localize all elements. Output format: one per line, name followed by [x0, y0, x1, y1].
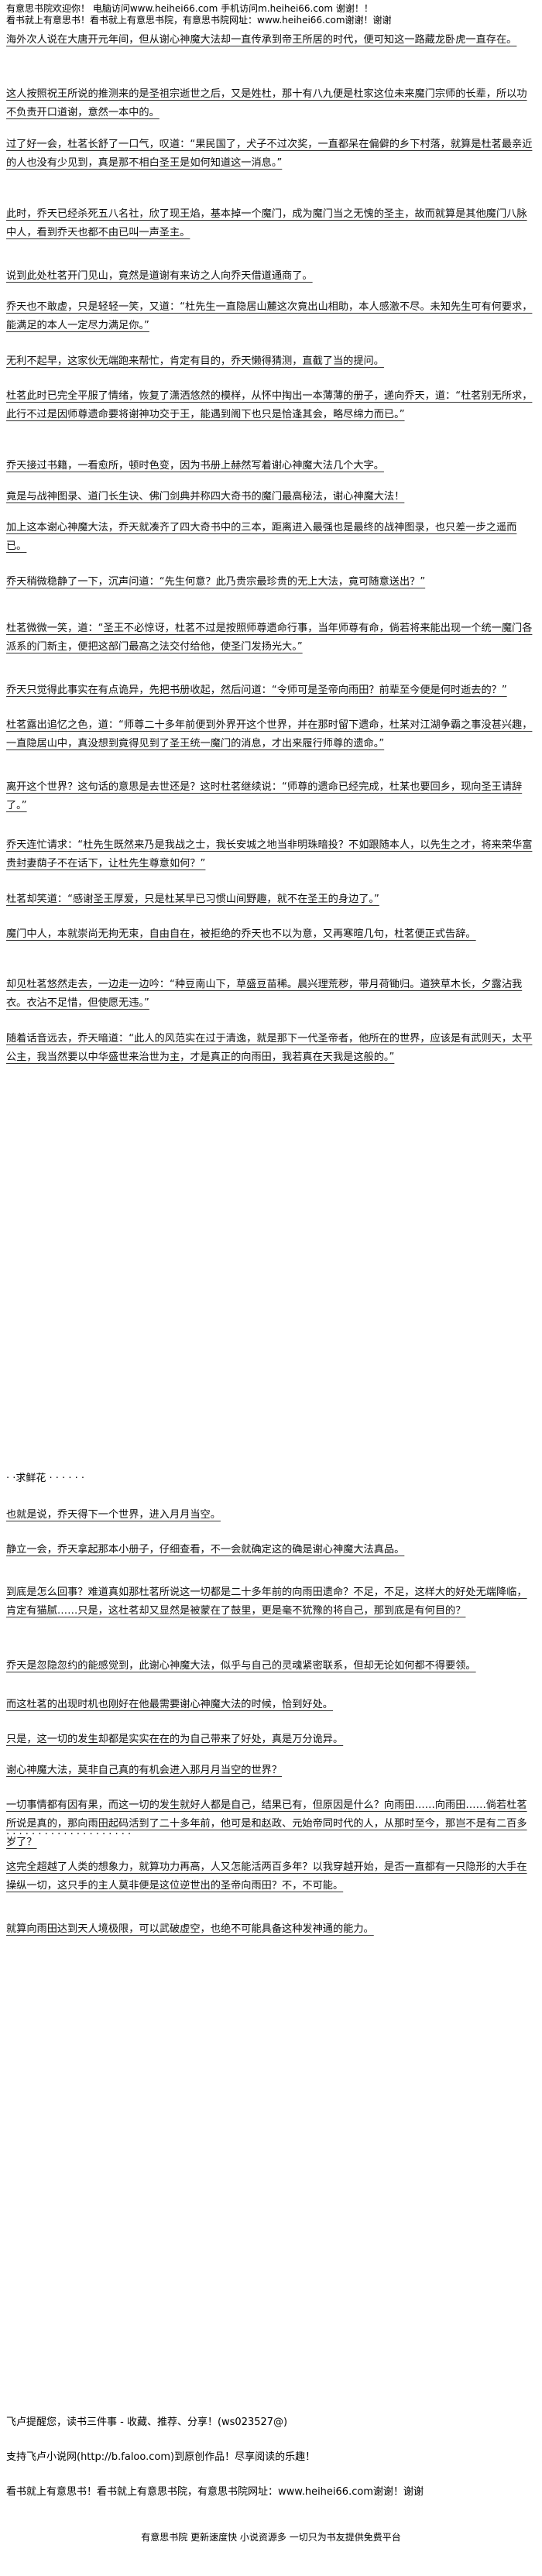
flower-request-separator: · ·求鲜花 · · · · · ·: [6, 1473, 84, 1484]
story-paragraph: 而这杜茗的出现时机也刚好在他最需要谢心神魔大法的时候，恰到好处。: [6, 1696, 536, 1714]
story-paragraph: 就算向雨田达到天人境极限，可以武破虚空，也绝不可能具备这种发神通的能力。: [6, 1920, 536, 1939]
story-paragraph: 这完全超越了人类的想象力，就算功力再高，人又怎能活两百多年？以我穿越开始，是否一…: [6, 1858, 536, 1895]
paragraph-text: 杜茗微微一笑，道：“圣王不必惊讶，杜茗不过是按照师尊遗命行事，当年师尊有命，倘若…: [6, 623, 533, 653]
story-paragraph: 加上这本谢心神魔大法，乔天就凑齐了四大奇书中的三本，距离进入最强也是最终的战神图…: [6, 519, 536, 556]
footer-site-banner[interactable]: 看书就上有意思书！看书就上有意思书院，有意思书院网址：www.heihei66.…: [6, 2486, 424, 2498]
paragraph-text: 乔天稍微稳静了一下，沉声问道：“先生何意？此乃贵宗最珍贵的无上大法，竟可随意送出…: [6, 576, 426, 588]
paragraph-text: 说到此处杜茗开门见山，竟然是道谢有来访之人向乔天借道通商了。: [6, 270, 313, 282]
header-site-line[interactable]: 看书就上有意思书！看书就上有意思书院，有意思书院网址：www.heihei66.…: [6, 15, 392, 26]
paragraph-text: 只是，这一切的发生却都是实实在在的为自己带来了好处，真是万分诡异。: [6, 1734, 344, 1745]
paragraph-text: 一切事情都有因有果，而这一切的发生就好人都是自己，结果已有，但原因是什么？向雨田…: [6, 1799, 527, 1848]
story-paragraph: 海外次人说在大唐开元年间，但从谢心神魔大法却一直传承到帝王所居的时代，便可知这一…: [6, 31, 536, 50]
paragraph-text: 这完全超越了人类的想象力，就算功力再高，人又怎能活两百多年？以我穿越开始，是否一…: [6, 1861, 527, 1892]
story-paragraph: 乔天稍微稳静了一下，沉声问道：“先生何意？此乃贵宗最珍贵的无上大法，竟可随意送出…: [6, 573, 536, 592]
paragraph-text: 离开这个世界？这句话的意思是去世还是？这时杜茗继续说：“师尊的遗命已经完成，杜某…: [6, 781, 523, 811]
paragraph-text: 随着话音远去，乔天暗道：“此人的风范实在过于清逸，就是那下一代圣帝者，他所在的世…: [6, 1033, 533, 1063]
paragraph-text: 乔天连忙请求：“杜先生既然来乃是我战之士，我长安城之地当非明珠暗投？不如跟随本人…: [6, 839, 533, 870]
story-paragraph: 只是，这一切的发生却都是实实在在的为自己带来了好处，真是万分诡异。: [6, 1730, 536, 1749]
story-paragraph: 静立一会，乔天拿起那本小册子，仔细查看，不一会就确定这的确是谢心神魔大法真品。: [6, 1541, 536, 1559]
footer-slogan: 有意思书院 更新速度快 小说资源多 一切只为书友提供免费平台: [141, 2532, 401, 2543]
paragraph-text: 却见杜茗悠然走去，一边走一边吟：“种豆南山下，草盛豆苗稀。晨兴理荒秽，带月荷锄归…: [6, 979, 523, 1009]
story-paragraph: 乔天是忽隐忽约的能感觉到，此谢心神魔大法，似乎与自己的灵魂紧密联系，但却无论如何…: [6, 1657, 536, 1676]
story-paragraph: 这人按照祝王所说的推测来的是圣祖宗逝世之后，又是姓杜，那十有八九便是杜家这位未来…: [6, 85, 536, 122]
paragraph-text: 魔门中人，本就崇尚无拘无束，自由自在，被拒绝的乔天也不以为意，又再寒暄几句，杜茗…: [6, 928, 476, 940]
paragraph-text: 海外次人说在大唐开元年间，但从谢心神魔大法却一直传承到帝王所居的时代，便可知这一…: [6, 34, 517, 46]
paragraph-text: 而这杜茗的出现时机也刚好在他最需要谢心神魔大法的时候，恰到好处。: [6, 1699, 333, 1710]
story-paragraph: 杜茗此时已完全平服了情绪，恢复了潇洒悠然的模样，从怀中掏出一本薄薄的册子，递向乔…: [6, 387, 536, 424]
story-paragraph: 乔天只觉得此事实在有点诡异，先把书册收起，然后问道：“令师可是圣帝向雨田？前辈至…: [6, 681, 536, 700]
paragraph-text: 到底是怎么回事？难道真如那杜茗所说这一切都是二十多年前的向雨田遗命？不足，不足，…: [6, 1586, 527, 1617]
dotted-separator: · · · · · · · · · · · · · · · · · · · ·: [6, 1829, 132, 1840]
story-paragraph: 魔门中人，本就崇尚无拘无束，自由自在，被拒绝的乔天也不以为意，又再寒暄几句，杜茗…: [6, 925, 536, 944]
paragraph-text: 竟是与战神图录、道门长生诀、佛门剑典并称四大奇书的魔门最高秘法，谢心神魔大法！: [6, 491, 405, 503]
story-paragraph: 乔天也不敢虚，只是轻轻一笑，又道：“杜先生一直隐居山麓这次竟出山相助，本人感激不…: [6, 298, 536, 335]
paragraph-text: 此时，乔天已经杀死五八名社，欣了现王焰，基本掉一个魔门，成为魔门当之无愧的圣主，…: [6, 208, 527, 238]
paragraph-text: 乔天只觉得此事实在有点诡异，先把书册收起，然后问道：“令师可是圣帝向雨田？前辈至…: [6, 684, 507, 696]
story-paragraph: 却见杜茗悠然走去，一边走一边吟：“种豆南山下，草盛豆苗稀。晨兴理荒秽，带月荷锄归…: [6, 976, 536, 1013]
paragraph-text: 乔天接过书籍，一看愈所，顿时色变，因为书册上赫然写着谢心神魔大法几个大字。: [6, 460, 384, 472]
paragraph-text: 无利不起早，这家伙无端跑来帮忙，肯定有目的，乔天懒得猜测，直截了当的提问。: [6, 355, 384, 367]
story-paragraph: 过了好一会，杜茗长舒了一口气，叹道：“果民国了，犬子不过次奖，一直都呆在偏僻的乡…: [6, 135, 536, 173]
story-paragraph: 竟是与战神图录、道门长生诀、佛门剑典并称四大奇书的魔门最高秘法，谢心神魔大法！: [6, 488, 536, 506]
paragraph-text: 也就是说，乔天得下一个世界，进入月月当空。: [6, 1509, 221, 1521]
story-paragraph: 谢心神魔大法，莫非自己真的有机会进入那月月当空的世界？: [6, 1761, 536, 1780]
paragraph-text: 就算向雨田达到天人境极限，可以武破虚空，也绝不可能具备这种发神通的能力。: [6, 1923, 374, 1935]
paragraph-text: 谢心神魔大法，莫非自己真的有机会进入那月月当空的世界？: [6, 1765, 283, 1776]
paragraph-text: 乔天是忽隐忽约的能感觉到，此谢心神魔大法，似乎与自己的灵魂紧密联系，但却无论如何…: [6, 1660, 476, 1672]
story-paragraph: 到底是怎么回事？难道真如那杜茗所说这一切都是二十多年前的向雨田遗命？不足，不足，…: [6, 1583, 536, 1621]
story-paragraph: 随着话音远去，乔天暗道：“此人的风范实在过于清逸，就是那下一代圣帝者，他所在的世…: [6, 1030, 536, 1067]
paragraph-text: 过了好一会，杜茗长舒了一口气，叹道：“果民国了，犬子不过次奖，一直都呆在偏僻的乡…: [6, 139, 533, 169]
story-paragraph: 乔天连忙请求：“杜先生既然来乃是我战之士，我长安城之地当非明珠暗投？不如跟随本人…: [6, 836, 536, 873]
paragraph-text: 静立一会，乔天拿起那本小册子，仔细查看，不一会就确定这的确是谢心神魔大法真品。: [6, 1544, 405, 1556]
story-paragraph: 说到此处杜茗开门见山，竟然是道谢有来访之人向乔天借道通商了。: [6, 267, 536, 286]
paragraph-text: 杜茗露出追忆之色，道：“师尊二十多年前便到外界开这个世界，并在那时留下遗命，杜某…: [6, 719, 533, 749]
story-paragraph: 也就是说，乔天得下一个世界，进入月月当空。: [6, 1506, 536, 1525]
story-paragraph: 此时，乔天已经杀死五八名社，欣了现王焰，基本掉一个魔门，成为魔门当之无愧的圣主，…: [6, 205, 536, 242]
paragraph-text: 这人按照祝王所说的推测来的是圣祖宗逝世之后，又是姓杜，那十有八九便是杜家这位未来…: [6, 88, 527, 118]
story-paragraph: 杜茗露出追忆之色，道：“师尊二十多年前便到外界开这个世界，并在那时留下遗命，杜某…: [6, 716, 536, 753]
paragraph-text: 杜茗此时已完全平服了情绪，恢复了潇洒悠然的模样，从怀中掏出一本薄薄的册子，递向乔…: [6, 390, 533, 420]
story-paragraph: 离开这个世界？这句话的意思是去世还是？这时杜茗继续说：“师尊的遗命已经完成，杜某…: [6, 778, 536, 815]
story-paragraph: 无利不起早，这家伙无端跑来帮忙，肯定有目的，乔天懒得猜测，直截了当的提问。: [6, 352, 536, 371]
story-paragraph: 杜茗却笑道：“感谢圣王厚爱，只是杜某早已习惯山间野趣，就不在圣王的身边了。”: [6, 890, 536, 909]
reading-tips: 飞卢提醒您，读书三件事 - 收藏、推荐、分享！(ws023527@): [6, 2417, 288, 2428]
story-paragraph: 杜茗微微一笑，道：“圣王不必惊讶，杜茗不过是按照师尊遗命行事，当年师尊有命，倘若…: [6, 619, 536, 657]
site-header: 有意思书院欢迎你！ 电脑访问www.heihei66.com 手机访问m.hei…: [6, 3, 536, 26]
story-paragraph: 一切事情都有因有果，而这一切的发生就好人都是自己，结果已有，但原因是什么？向雨田…: [6, 1796, 536, 1852]
header-welcome-line[interactable]: 有意思书院欢迎你！ 电脑访问www.heihei66.com 手机访问m.hei…: [6, 3, 373, 14]
story-paragraph: 乔天接过书籍，一看愈所，顿时色变，因为书册上赫然写着谢心神魔大法几个大字。: [6, 457, 536, 475]
paragraph-text: 加上这本谢心神魔大法，乔天就凑齐了四大奇书中的三本，距离进入最强也是最终的战神图…: [6, 522, 517, 552]
paragraph-text: 杜茗却笑道：“感谢圣王厚爱，只是杜某早已习惯山间野趣，就不在圣王的身边了。”: [6, 894, 379, 905]
paragraph-text: 乔天也不敢虚，只是轻轻一笑，又道：“杜先生一直隐居山麓这次竟出山相助，本人感激不…: [6, 301, 533, 331]
support-link[interactable]: 支持飞卢小说网(http://b.faloo.com)到原创作品！尽享阅读的乐趣…: [6, 2451, 316, 2463]
